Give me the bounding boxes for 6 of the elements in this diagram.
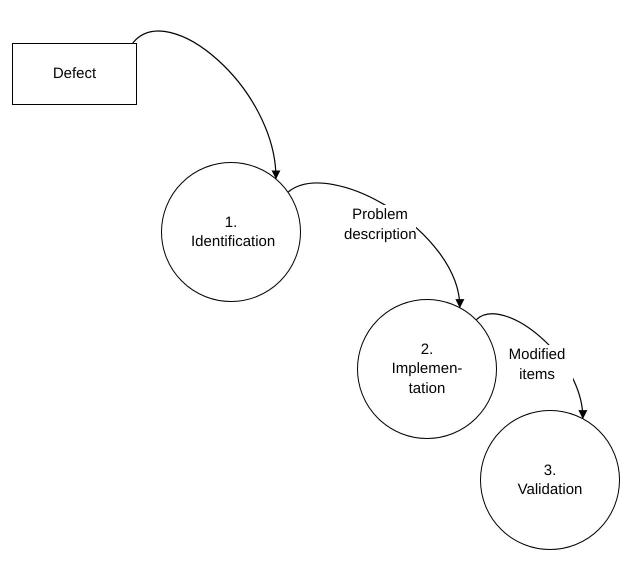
node-label: 3. Validation [516,460,584,500]
node-label: 2. Implemen-tation [390,340,464,398]
entity-box [12,43,137,105]
edge-label: Problem description [344,205,416,244]
curved-arrow [132,30,280,180]
node-label: Defect [52,64,96,84]
